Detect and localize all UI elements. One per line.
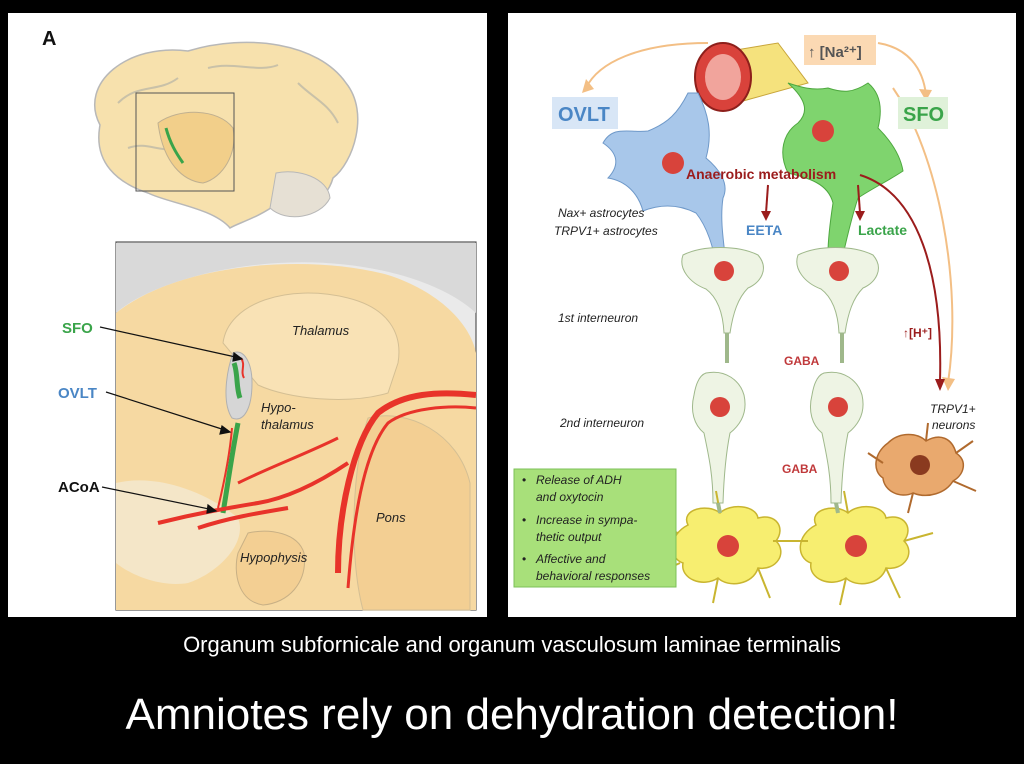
second-axons xyxy=(716,502,840,514)
trpv1-neurons-label-line2: neurons xyxy=(932,418,975,432)
sfo-astrocyte xyxy=(782,82,904,256)
mechanism-diagram: ↑ [Na²⁺] OVLT SFO Anaerobic metabolism E… xyxy=(513,35,977,606)
thalamus-label: Thalamus xyxy=(292,323,350,338)
lactate-label: Lactate xyxy=(858,222,907,238)
brain-anatomy-panel: A Thalamus Hyp xyxy=(8,13,487,617)
brain-overview xyxy=(94,41,359,229)
outcome-line-2: and oxytocin xyxy=(536,490,604,504)
svg-text:•: • xyxy=(522,513,526,527)
ovlt-astrocyte xyxy=(602,92,727,264)
gaba-label-1: GABA xyxy=(784,354,820,368)
mechanism-panel: ↑ [Na²⁺] OVLT SFO Anaerobic metabolism E… xyxy=(508,13,1016,617)
first-interneuron-label: 1st interneuron xyxy=(558,311,638,325)
sodium-badge xyxy=(804,35,876,65)
acoa-label: ACoA xyxy=(58,479,100,496)
outcome-line-3: Increase in sympa- xyxy=(536,513,637,527)
gaba-label-2: GABA xyxy=(782,462,818,476)
blood-capillary xyxy=(694,42,809,112)
sodium-label: ↑ [Na²⁺] xyxy=(808,44,862,61)
eeta-label: EETA xyxy=(746,222,782,238)
slide-headline: Amniotes rely on dehydration detection! xyxy=(125,690,899,739)
outcome-line-6: behavioral responses xyxy=(536,569,650,583)
protons-label: ↑[H⁺] xyxy=(903,326,932,340)
svg-text:•: • xyxy=(522,473,526,487)
sfo-label: SFO xyxy=(62,320,93,337)
astrocytes-label-line1: Nax+ astrocytes xyxy=(558,206,644,220)
sfo-badge xyxy=(898,97,948,129)
panel-letter: A xyxy=(42,28,56,50)
anaerobic-label: Anaerobic metabolism xyxy=(686,166,836,182)
trpv1-neuron xyxy=(867,422,977,514)
svg-text:•: • xyxy=(522,552,526,566)
pons-label: Pons xyxy=(376,510,406,525)
brain-anatomy-figure: A Thalamus Hyp xyxy=(42,28,477,611)
hypothalamus-label-line1: Hypo- xyxy=(261,400,296,415)
outcome-line-5: Affective and xyxy=(535,552,606,566)
sfo-heading: SFO xyxy=(903,104,944,126)
figure-caption: Organum subfornicale and organum vasculo… xyxy=(183,632,841,657)
ovlt-label: OVLT xyxy=(58,385,97,402)
second-interneurons xyxy=(691,371,864,504)
trpv1-neurons-label-line1: TRPV1+ xyxy=(930,402,976,416)
output-neurons xyxy=(657,490,934,606)
first-interneurons xyxy=(681,247,879,334)
outcome-line-4: thetic output xyxy=(536,530,602,544)
hypophysis-label: Hypophysis xyxy=(240,550,308,565)
outcome-line-1: Release of ADH xyxy=(536,473,622,487)
hypothalamus-label-line2: thalamus xyxy=(261,417,314,432)
label-pointers xyxy=(99,326,244,514)
ovlt-badge xyxy=(552,97,618,129)
outcome-box: • Release of ADH and oxytocin • Increase… xyxy=(513,468,677,588)
astrocytes-label-line2: TRPV1+ astrocytes xyxy=(554,224,658,238)
first-axons xyxy=(725,333,844,363)
second-interneuron-label: 2nd interneuron xyxy=(559,416,644,430)
ovlt-heading: OVLT xyxy=(558,104,610,126)
